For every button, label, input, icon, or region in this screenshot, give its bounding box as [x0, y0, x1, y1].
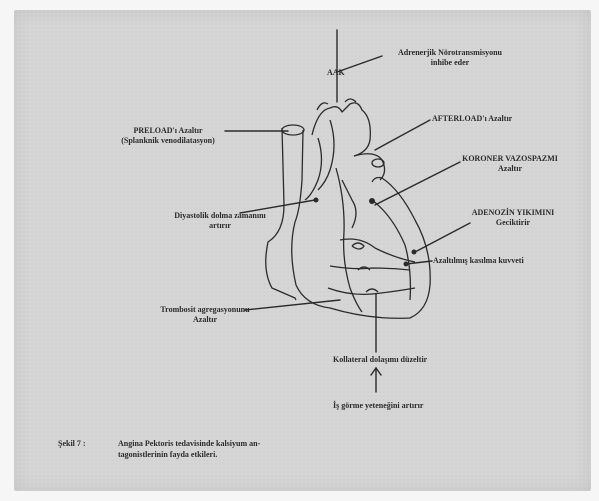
coronary-line1: KORONER VAZOSPAZMI [455, 154, 565, 164]
caption-line1: Angina Pektoris tedavisinde kalsiyum an- [118, 439, 260, 448]
contractility-dot [404, 262, 409, 267]
adrenergic-label: Adrenerjik Nörotransmisyonu inhibe eder [380, 48, 520, 68]
collateral-label: Kollateral dolaşımı düzeltir [333, 355, 427, 365]
thrombocyte-line2: Azaltır [150, 315, 260, 325]
preload-label: PRELOAD'ı Azaltır (Splanknik venodilatas… [108, 126, 228, 146]
exercise-label: İş görme yeteneğini artırır [333, 401, 423, 411]
adenosine-label: ADENOZİN YIKIMINI Geciktirir [463, 208, 563, 228]
adenosine-line1: ADENOZİN YIKIMINI [463, 208, 563, 218]
adrenergic-line2: inhibe eder [380, 58, 520, 68]
afterload-label: AFTERLOAD'ı Azaltır [432, 114, 512, 124]
caption-line2: tagonistlerinin fayda etkileri. [58, 449, 338, 460]
thrombocyte-line1: Trombosit agregasyonunu [150, 305, 260, 315]
diastolic-dot [314, 198, 319, 203]
preload-line1: PRELOAD'ı Azaltır [108, 126, 228, 136]
leader-coronary [375, 162, 460, 205]
contractility-label: Azaltılmış kasılma kuvveti [433, 256, 524, 266]
adrenergic-line1: Adrenerjik Nörotransmisyonu [380, 48, 520, 58]
adenosine-dot [412, 250, 417, 255]
adenosine-line2: Geciktirir [463, 218, 563, 228]
diastolic-line2: artırır [160, 221, 280, 231]
diastolic-label: Diyastolik dolma zamanını artırır [160, 211, 280, 231]
caption-number: Şekil 7 : [58, 438, 118, 449]
preload-line2: (Splanknik venodilatasyon) [108, 136, 228, 146]
leader-afterload [375, 120, 430, 150]
coronary-label: KORONER VAZOSPAZMI Azaltır [455, 154, 565, 174]
aak-label: AAK [327, 68, 345, 78]
diastolic-line1: Diyastolik dolma zamanını [160, 211, 280, 221]
coronary-spasm-dot [369, 198, 375, 204]
heart-body [292, 178, 430, 319]
thrombocyte-label: Trombosit agregasyonunu Azaltır [150, 305, 260, 325]
coronary-line2: Azaltır [455, 164, 565, 174]
figure-caption: Şekil 7 :Angina Pektoris tedavisinde kal… [58, 438, 338, 460]
